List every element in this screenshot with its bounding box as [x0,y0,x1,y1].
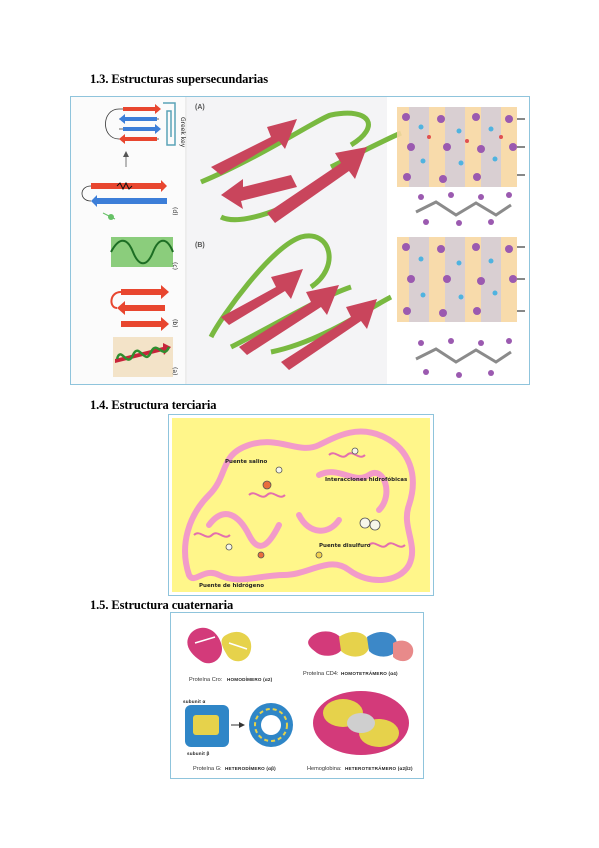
label-hydrophobic: Interacciones hidrofóbicas [325,476,408,483]
panel-b-label: (B) [195,242,205,249]
greek-key-label: Greek key [179,117,186,148]
label-subunit-alpha: subunit α [183,699,206,704]
caption-g-protein: Proteína G: [193,766,222,772]
helix-coils [193,452,406,548]
caption-hemoglobin-type: HETEROTETRÁMERO (α2β2) [345,765,413,771]
protein-ribbon [182,428,416,584]
label-c: (c) [171,262,178,270]
protein-g-heterodimer: subunit α subunit β [183,699,293,756]
hemoglobin-heterotetramer [313,691,409,755]
label-salt-bridge: Puente salino [225,459,268,465]
figure-supersecondary: Greek key (d) (c) (b) [70,96,530,385]
beta-sheet-a [200,110,402,223]
pleated-profile-bottom [415,338,512,378]
supersecondary-illustration: Greek key (d) (c) (b) [71,97,525,384]
pleated-sheet-top [397,107,525,187]
tertiary-illustration: Puente salino Interacciones hidrofóbicas… [172,418,430,592]
section-title-tertiary: 1.4. Estructura terciaria [90,398,217,412]
section-title-supersecondary: 1.3. Estructuras supersecundarias [90,72,268,86]
panel-a-label: (A) [195,104,205,111]
figure-quaternary: subunit α subunit β Proteína Cro: HOMODÍ… [170,612,424,779]
quaternary-illustration: subunit α subunit β Proteína Cro: HOMODÍ… [171,613,423,778]
figure-tertiary: Puente salino Interacciones hidrofóbicas… [168,414,434,596]
cro-homodimer [187,627,252,664]
label-b: (b) [171,319,178,328]
motif-c [110,237,174,267]
label-d: (d) [171,207,178,216]
caption-g-type: HETERODÍMERO (αβ) [225,764,276,771]
motif-a [113,337,173,377]
pleated-sheet-bottom [397,237,525,322]
pleated-profile-top [415,192,512,226]
beta-sheet-b [208,233,393,370]
greek-key-diagram: Greek key [105,102,186,148]
motif-b [110,285,169,331]
caption-cd4-type: HOMOTETRÁMERO (α4) [341,670,398,676]
side-chains [225,447,381,559]
caption-hemoglobin-protein: Hemoglobina: [307,766,342,772]
caption-cd4-protein: Proteína CD4: [303,671,339,677]
label-hydrogen-bond: Puente de hidrógeno [199,582,264,589]
section-title-quaternary: 1.5. Estructura cuaternaria [90,598,234,612]
label-a: (a) [171,367,178,375]
label-disulfide: Puente disulfuro [319,543,371,549]
caption-cro-type: HOMODÍMERO (α2) [227,675,273,682]
label-subunit-beta: subunit β [187,751,209,756]
motif-d [81,180,167,220]
cd4-homotetramer [308,631,414,662]
caption-cro-protein: Proteína Cro: [189,677,223,683]
